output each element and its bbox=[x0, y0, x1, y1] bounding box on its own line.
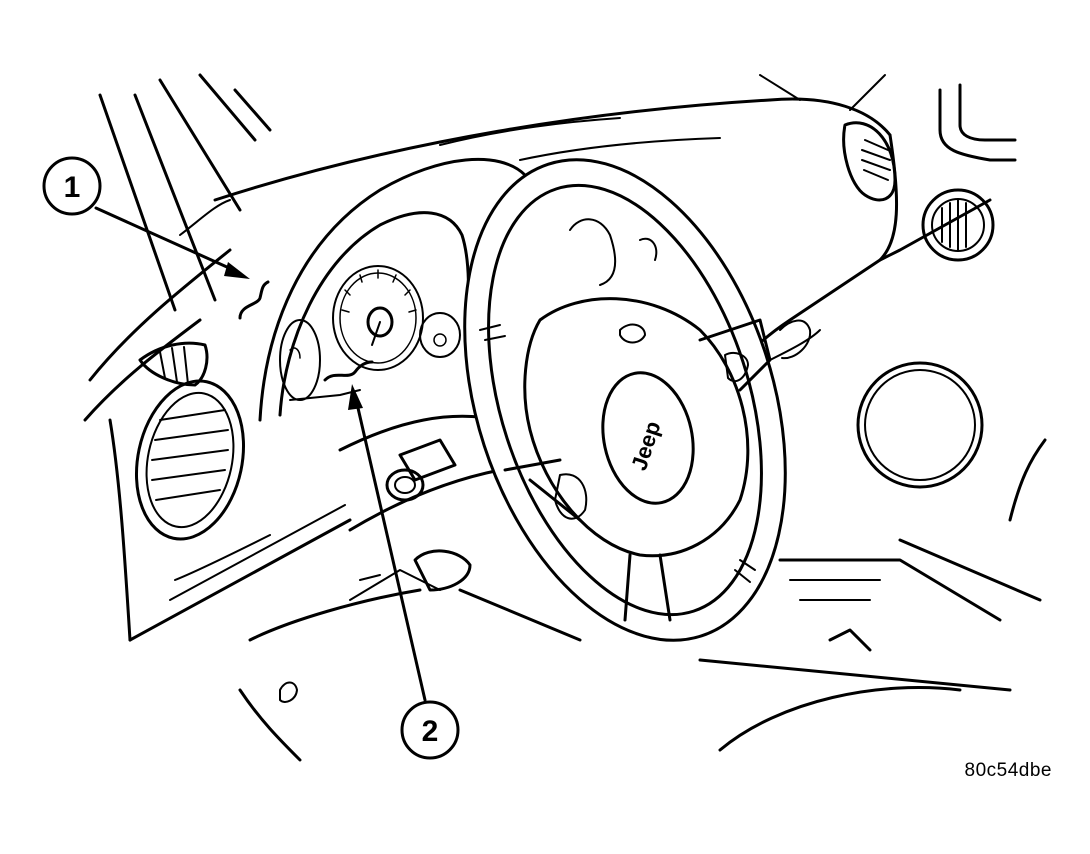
left-panel bbox=[83, 248, 352, 642]
right-vent bbox=[842, 121, 897, 202]
callout-2-number: 2 bbox=[422, 715, 439, 748]
dash-top bbox=[213, 74, 892, 202]
clip-1 bbox=[238, 280, 270, 320]
lower-dash bbox=[238, 558, 1012, 762]
door-area bbox=[921, 83, 1017, 262]
figure-id: 80c54dbe bbox=[964, 760, 1052, 781]
callout-1-number: 1 bbox=[64, 171, 81, 204]
steering-column bbox=[338, 414, 502, 601]
wheel-background bbox=[569, 218, 658, 344]
a-pillar bbox=[98, 73, 272, 312]
callout-1: 1 bbox=[42, 156, 102, 216]
callout-1-leader bbox=[94, 206, 250, 279]
callout-2-leader bbox=[348, 384, 427, 702]
steering-wheel: Jeep bbox=[463, 158, 787, 642]
left-small-vent bbox=[138, 341, 209, 387]
right-speaker bbox=[856, 361, 984, 489]
left-round-vent bbox=[134, 379, 246, 541]
clip-2 bbox=[323, 360, 374, 382]
callout-2: 2 bbox=[400, 700, 460, 760]
gauges bbox=[279, 265, 461, 401]
